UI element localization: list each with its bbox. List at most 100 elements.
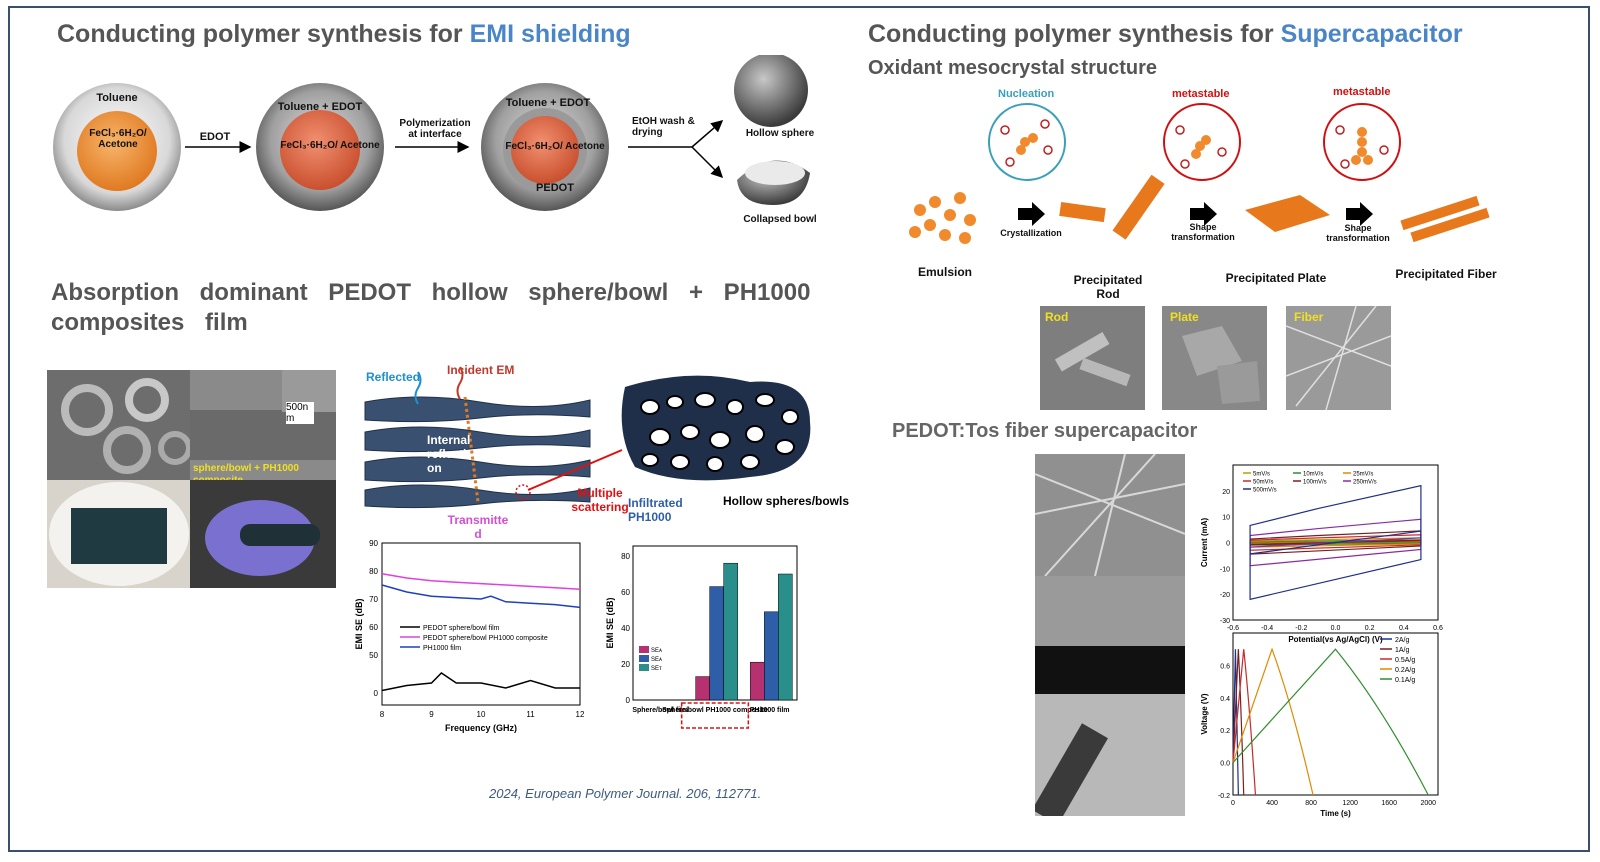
s1-shell-label: Toluene bbox=[96, 92, 138, 104]
x-axis-label: Time (s) bbox=[1320, 809, 1351, 818]
s2-core-label: FeCl₃·6H₂O/ Acetone bbox=[280, 140, 380, 151]
sem-fiber-label: Fiber bbox=[1294, 310, 1324, 324]
infiltrated-label: Infiltrated PH1000 bbox=[628, 496, 683, 524]
y-tick-label: 60 bbox=[621, 588, 630, 597]
plot-frame bbox=[381, 542, 581, 706]
legend-swatch-2 bbox=[639, 655, 649, 662]
fiber-label: Precipitated Fiber bbox=[1395, 267, 1497, 281]
arrow1-label: EDOT bbox=[199, 131, 231, 143]
sem-rod bbox=[1040, 306, 1145, 410]
hollow-spheres-label: Hollow spheres/bowls bbox=[723, 494, 850, 508]
y-tick-label: 70 bbox=[369, 595, 378, 604]
y-axis-label: EMI SE (dB) bbox=[354, 598, 364, 649]
legend-label-2: 10mV/s bbox=[1303, 472, 1323, 478]
bar-1-0 bbox=[695, 676, 710, 701]
y-tick-label: 0 bbox=[374, 689, 379, 698]
x-tick-label: -0.2 bbox=[1295, 625, 1307, 632]
legend-label-2: 1A/g bbox=[1395, 647, 1410, 654]
synthesis-scheme bbox=[53, 55, 810, 211]
sem-composite-crosssection bbox=[190, 370, 336, 480]
legend-label-5: 100mV/s bbox=[1303, 480, 1327, 486]
output-hollow-sphere-label: Hollow sphere bbox=[745, 128, 815, 139]
y-tick-label: 0.0 bbox=[1220, 761, 1230, 768]
series-line-1 bbox=[381, 672, 580, 692]
x-tick-label: 1200 bbox=[1342, 800, 1358, 807]
legend-label-1: 5mV/s bbox=[1253, 472, 1270, 478]
right-title-accent: Supercapacitor bbox=[1280, 20, 1463, 48]
series-line-3 bbox=[381, 584, 581, 609]
x-tick-label: 0.6 bbox=[1433, 625, 1443, 632]
fiber-2 bbox=[1410, 207, 1490, 243]
legend-swatch-1 bbox=[639, 646, 649, 653]
s3-shell-label: Toluene + EDOT bbox=[505, 97, 591, 109]
internal-reflection-label: Internal reflecti on bbox=[427, 433, 471, 475]
x-tick-label: 8 bbox=[380, 710, 385, 719]
y-tick-label: 10 bbox=[1222, 515, 1230, 522]
y-axis-label: EMI SE (dB) bbox=[605, 597, 615, 648]
droplet-core-2 bbox=[280, 110, 360, 190]
legend-label-5: 0.1A/g bbox=[1395, 677, 1415, 684]
category-label: Sphere/bowl PH1000 composite bbox=[662, 707, 768, 714]
y-tick-label: -10 bbox=[1220, 566, 1230, 573]
x-tick-label: 0 bbox=[1231, 800, 1235, 807]
reference-citation: 2024, European Polymer Journal. 206, 112… bbox=[489, 786, 762, 801]
category-label: Sphere/bowl film bbox=[632, 707, 688, 714]
left-title: Conducting polymer synthesis for EMI shi… bbox=[57, 20, 631, 49]
shape-transformation-label-1: Shape transformation bbox=[1171, 222, 1235, 242]
legend-label-3: SEᴛ bbox=[651, 666, 662, 672]
legend-label-4: 50mV/s bbox=[1253, 480, 1273, 486]
multiple-scattering-label: Multiple scattering bbox=[571, 486, 629, 514]
sem-hollow-spheres bbox=[47, 370, 190, 480]
x-tick-label: -0.4 bbox=[1261, 625, 1273, 632]
plate-label: Precipitated Plate bbox=[1225, 271, 1327, 285]
y-tick-label: 0.2 bbox=[1220, 728, 1230, 735]
shielding-schematic bbox=[364, 366, 811, 509]
y-tick-label: -30 bbox=[1220, 618, 1230, 625]
arrow-branch-down bbox=[691, 146, 724, 179]
rod-1 bbox=[1059, 202, 1106, 223]
s3-core-label: FeCl₃·6H₂O/ Acetone bbox=[505, 141, 605, 152]
legend-label-3: 0.5A/g bbox=[1395, 657, 1415, 664]
sem-plate-label: Plate bbox=[1170, 310, 1199, 324]
hollow-sphere-image bbox=[734, 55, 808, 127]
left-title-prefix: Conducting polymer synthesis for bbox=[57, 20, 470, 48]
transmitted-label: Transmitte d bbox=[447, 513, 509, 541]
highlight-box bbox=[680, 702, 750, 729]
x-tick-label: 0.2 bbox=[1365, 625, 1375, 632]
droplet-core-3 bbox=[511, 116, 579, 184]
y-tick-label: 0 bbox=[1226, 541, 1230, 548]
sem-fiber bbox=[1286, 306, 1391, 410]
left-title-accent: EMI shielding bbox=[469, 20, 631, 48]
gcd-curve-1 bbox=[1232, 649, 1239, 796]
rod-label: Precipitated Rod bbox=[1073, 273, 1143, 301]
crystallization-label: Crystallization bbox=[1000, 228, 1062, 238]
incident-label: Incident EM bbox=[447, 363, 515, 377]
x-tick-label: 0.0 bbox=[1331, 625, 1341, 632]
arrow-shape-1 bbox=[1190, 202, 1217, 226]
arrow3-label: EtOH wash & drying bbox=[632, 116, 695, 138]
x-tick-label: 0.4 bbox=[1399, 625, 1409, 632]
x-tick-label: 800 bbox=[1305, 800, 1317, 807]
arrow-crystallization bbox=[1018, 202, 1045, 226]
x-tick-label: -0.6 bbox=[1227, 625, 1239, 632]
right-title: Conducting polymer synthesis for Superca… bbox=[868, 20, 1463, 49]
reflected-label: Reflected bbox=[366, 370, 421, 384]
photo-film-on-filter bbox=[47, 480, 190, 588]
absorption-heading: Absorption dominant PEDOT hollow sphere/… bbox=[51, 279, 811, 336]
emulsion-label: Emulsion bbox=[917, 265, 972, 279]
mesocrystal-scheme bbox=[909, 103, 1490, 244]
x-tick-label: 11 bbox=[526, 710, 535, 719]
x-tick-label: 1600 bbox=[1381, 800, 1397, 807]
category-label: PH1000 film bbox=[750, 707, 790, 714]
plot-frame bbox=[1232, 632, 1439, 796]
sem-rod-label: Rod bbox=[1045, 310, 1069, 324]
arrow2-label: Polymerization at interface bbox=[399, 118, 471, 140]
y-axis-label: Voltage (V) bbox=[1200, 693, 1209, 735]
legend-label-6: 250mV/s bbox=[1353, 480, 1377, 486]
legend-label-1: 2A/g bbox=[1395, 637, 1410, 644]
y-tick-label: 90 bbox=[369, 539, 378, 548]
bowl-opening bbox=[745, 161, 805, 185]
legend-label-2: SEᴀ bbox=[651, 657, 662, 663]
